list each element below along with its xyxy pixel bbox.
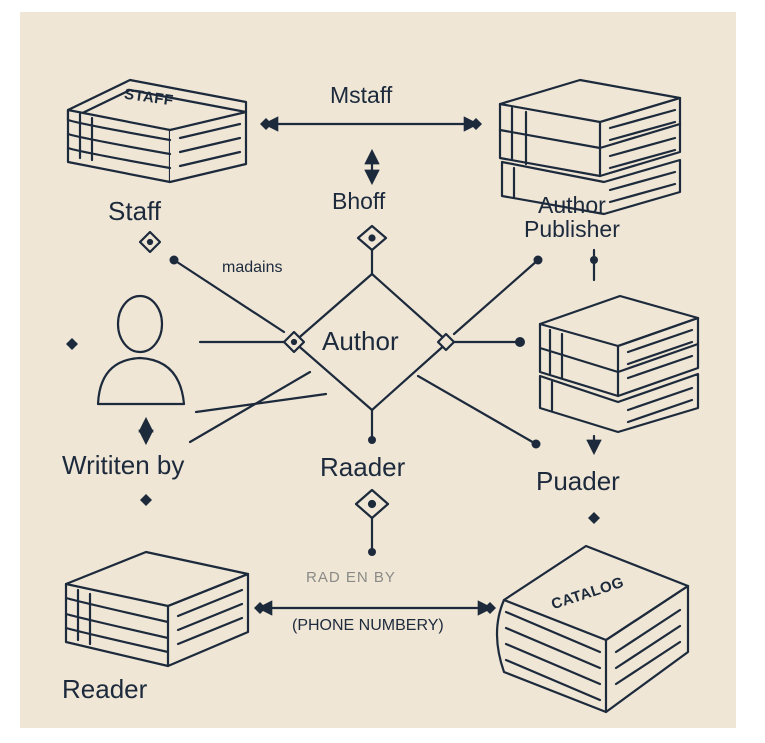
reader-book-icon — [64, 550, 250, 668]
raader-label: Raader — [320, 452, 406, 482]
faint-relation-label: RAD EN BY — [306, 569, 396, 586]
publisher-label: Publisher — [524, 216, 620, 242]
mstaff-label: Mstaff — [330, 82, 393, 108]
author-label: Author — [538, 192, 606, 218]
author-publisher-books-icon — [498, 78, 682, 216]
catalog-book-icon — [495, 544, 690, 714]
person-icon — [96, 294, 186, 406]
staff-book-icon — [66, 78, 248, 184]
phone-number-label: (PHONE NUMBERY) — [292, 617, 444, 634]
puader-label: Puader — [536, 466, 620, 496]
bhoff-label: Bhoff — [332, 188, 386, 214]
written-by-label: Writiten by — [62, 450, 185, 480]
right-books-icon — [538, 294, 700, 434]
staff-label: Staff — [108, 196, 162, 226]
diagram-lines — [64, 78, 700, 714]
madains-label: madains — [222, 259, 283, 276]
reader-label: Reader — [62, 674, 148, 704]
er-diagram-canvas: STAFF CATALOG Staff Author Publisher Wri… — [20, 12, 736, 728]
center-author-label: Author — [322, 326, 399, 356]
